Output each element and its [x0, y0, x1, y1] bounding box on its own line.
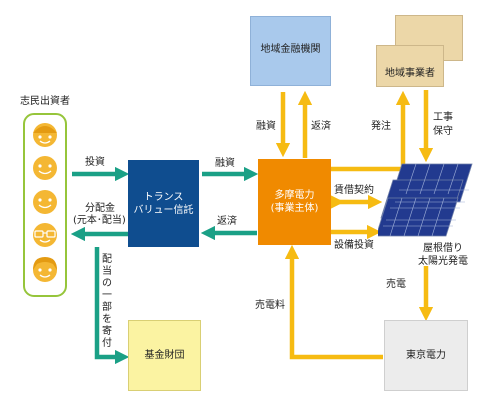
bank-label: 地域金融機関 — [260, 44, 321, 55]
label-donation: 配当の一部を寄付 — [102, 254, 112, 349]
tama-box: 多摩電力 (事業主体) — [258, 159, 331, 245]
investor-faces — [33, 123, 57, 282]
tama-label-2: (事業主体) — [270, 203, 319, 214]
label-invest: 投資 — [85, 157, 105, 168]
label-dividend-2: (元本･配当) — [73, 215, 126, 226]
arrow-order — [331, 90, 411, 172]
label-maintenance: 保守 — [433, 126, 453, 137]
fund-box: 基金財団 — [128, 320, 201, 391]
business-label: 地域事業者 — [385, 68, 435, 79]
solar-label-1: 屋根借り — [423, 243, 463, 254]
label-lease: 賃借契約 — [334, 185, 374, 196]
label-loan-bank: 融資 — [256, 121, 276, 132]
tokyo-label: 東京電力 — [406, 350, 446, 361]
label-loan-trust: 融資 — [215, 158, 235, 169]
investor-face-5 — [33, 257, 57, 282]
label-power-fee: 売電料 — [255, 300, 285, 311]
trust-box: トランス バリュー信託 — [128, 160, 199, 247]
solar-panel-icon — [378, 163, 473, 237]
solar-label-2: 太陽光発電 — [418, 256, 468, 267]
trust-label-2: バリュー信託 — [133, 204, 194, 216]
investor-face-2 — [33, 156, 57, 180]
business-box: 地域事業者 — [376, 45, 444, 87]
label-repay-bank: 返済 — [311, 121, 331, 132]
bank-box: 地域金融機関 — [250, 16, 331, 86]
label-repay-trust: 返済 — [217, 216, 237, 227]
arrow-donation — [94, 247, 130, 365]
trust-label-1: トランス — [143, 191, 184, 203]
tokyo-box: 東京電力 — [384, 320, 468, 391]
tama-label-1: 多摩電力 — [274, 190, 315, 201]
label-dividend-1: 分配金 — [85, 203, 115, 214]
fund-label: 基金財団 — [144, 350, 185, 361]
label-capex: 設備投資 — [334, 240, 374, 251]
label-order: 発注 — [371, 121, 391, 132]
investor-face-4 — [33, 223, 57, 247]
investor-face-1 — [33, 123, 57, 147]
investor-face-3 — [33, 190, 57, 214]
label-sell-power: 売電 — [386, 279, 406, 290]
arrow-power-fee — [284, 244, 383, 360]
investors-title: 志民出資者 — [20, 96, 70, 107]
label-construction: 工事 — [433, 112, 453, 123]
